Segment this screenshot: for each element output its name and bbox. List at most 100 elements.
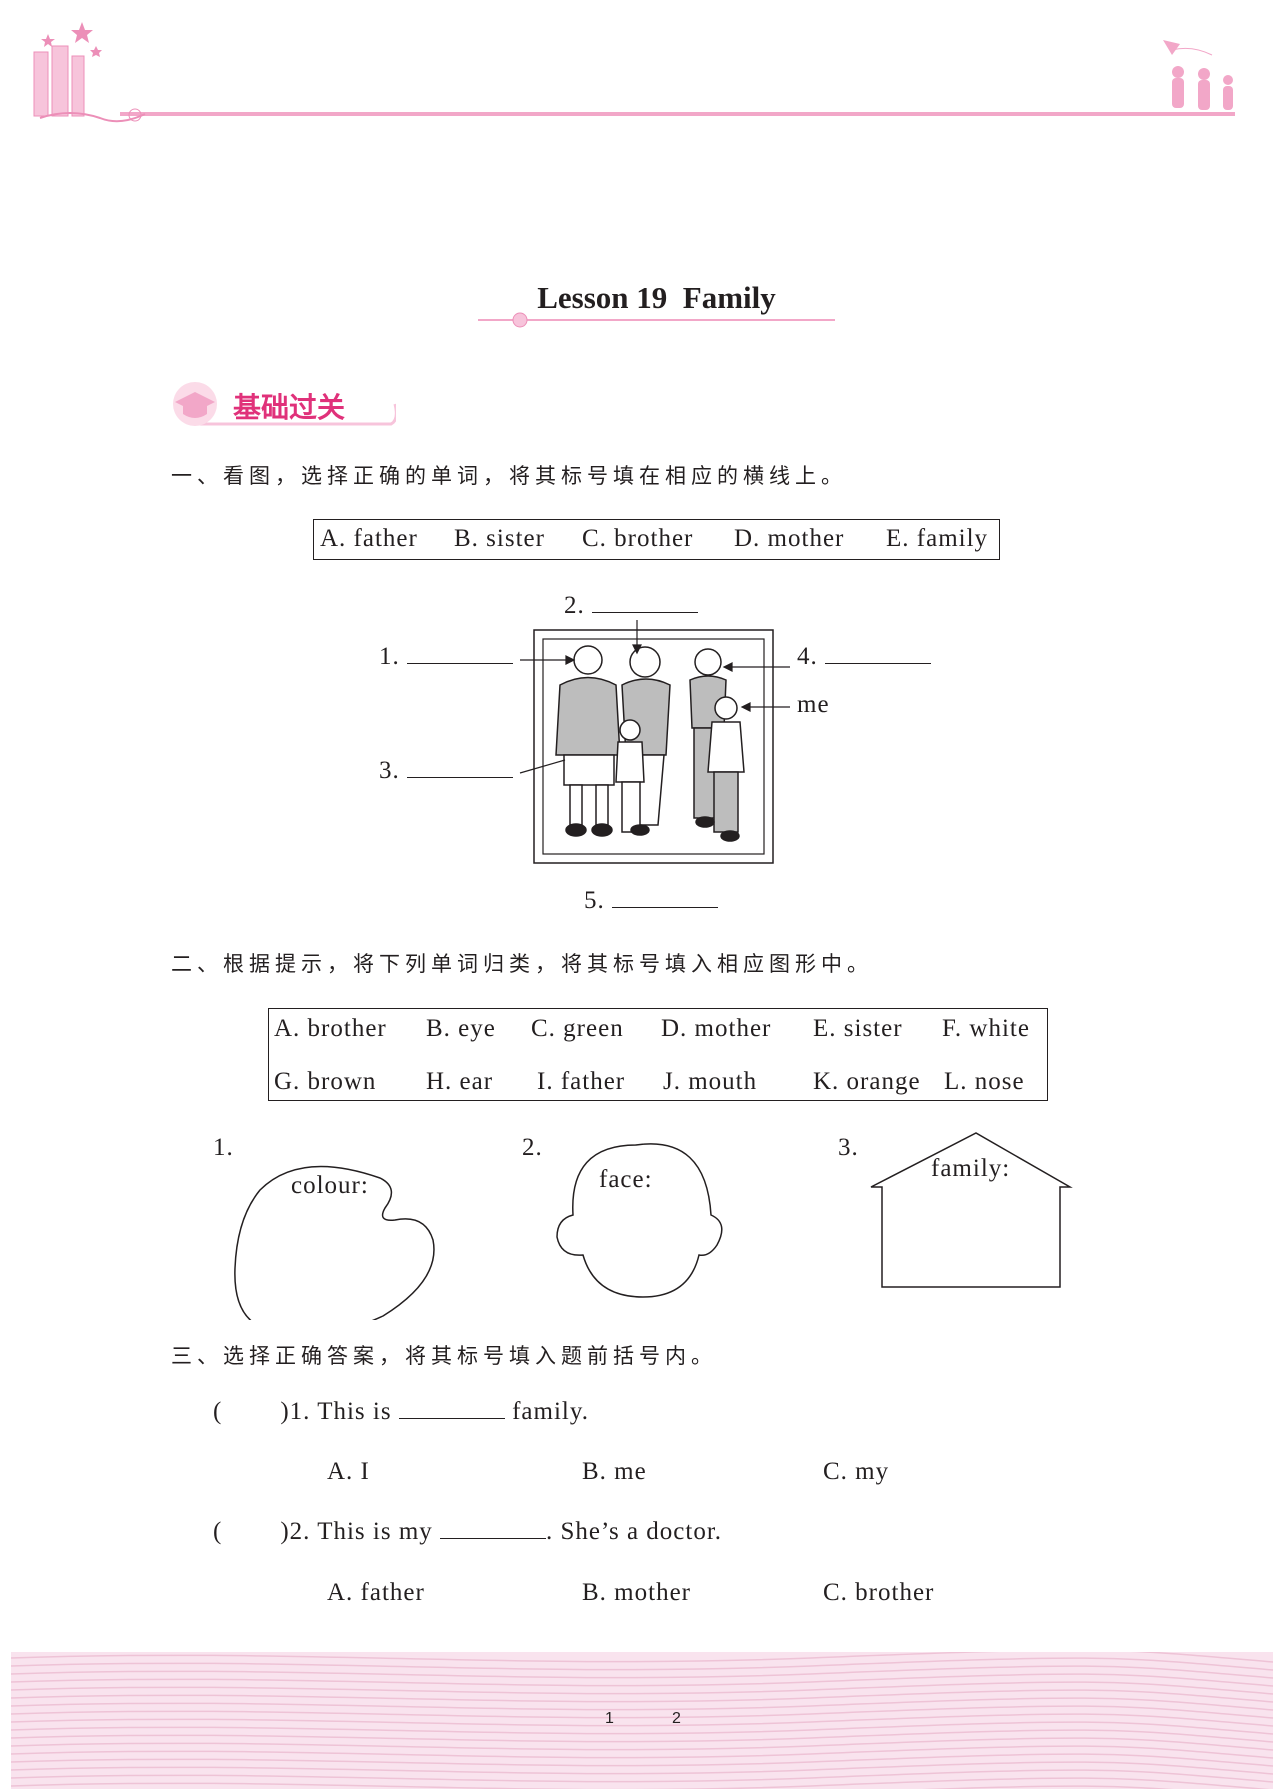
label-number: 5.: [584, 887, 605, 914]
label-number: 1.: [379, 643, 400, 670]
q1-word-box: A. father B. sister C. brother D. mother…: [313, 519, 1000, 560]
palette-shape[interactable]: [234, 1165, 435, 1320]
pointer-arrows: [519, 620, 790, 774]
wave-line: [10, 1721, 1274, 1735]
wave-line: [10, 1713, 1274, 1727]
q1-option: C. brother: [582, 525, 694, 552]
wave-line: [921, 1785, 1175, 1789]
stars-icon: [41, 22, 102, 57]
q1-instruction: 一、看图，选择正确的单词，将其标号填在相应的横线上。: [171, 464, 847, 488]
choice-option[interactable]: A. father: [327, 1579, 425, 1606]
lesson-topic: Family: [682, 280, 776, 315]
q1-option: B. sister: [454, 525, 545, 552]
q1-label-me: me: [797, 691, 830, 718]
face-label: face:: [599, 1166, 653, 1193]
label-number: 2.: [564, 592, 585, 619]
family-label: family:: [931, 1155, 1011, 1182]
wave-line: [10, 1737, 1274, 1751]
q2-word: B. eye: [426, 1015, 496, 1042]
answer-blank: [398, 1398, 505, 1419]
q3-question-2: ( )2. This is my . She’s a doctor.: [213, 1518, 722, 1546]
lesson-number: Lesson 19: [537, 280, 668, 315]
question-text: family.: [512, 1398, 589, 1425]
header-decoration: [33, 22, 1235, 123]
answer-blank[interactable]: [612, 887, 718, 908]
family-illustration: [555, 645, 745, 842]
question-text: 2. This is my: [289, 1518, 433, 1545]
answer-parentheses[interactable]: ( ): [213, 1398, 290, 1425]
wave-line: [10, 1745, 1274, 1759]
page-number-right: 2: [672, 1710, 681, 1727]
family-picture: [519, 620, 790, 864]
wave-line: [10, 1753, 1274, 1767]
wave-line: [10, 1777, 1271, 1789]
wave-line: [10, 1761, 1274, 1775]
shape-number: 3.: [838, 1134, 859, 1161]
wave-line: [10, 1673, 1274, 1687]
q2-word: A. brother: [274, 1015, 387, 1042]
q2-word: C. green: [531, 1015, 624, 1042]
wave-line: [10, 1729, 1274, 1743]
wave-line: [10, 1697, 1274, 1711]
label-number: 3.: [379, 757, 400, 784]
lesson-title: Lesson 19 Family: [478, 280, 835, 316]
answer-blank[interactable]: [407, 643, 513, 664]
title-underline: [478, 312, 835, 328]
q2-word: K. orange: [813, 1068, 921, 1095]
section-badge: 基础过关: [171, 380, 396, 430]
choice-option[interactable]: B. mother: [582, 1579, 691, 1606]
wave-line: [10, 1649, 1274, 1663]
q3-question-1: ( )1. This is family.: [213, 1398, 589, 1426]
wave-line: [10, 1769, 1274, 1783]
wave-line: [10, 1665, 1274, 1679]
q2-word: F. white: [942, 1015, 1030, 1042]
q1-option: A. father: [320, 525, 418, 552]
answer-blank[interactable]: [407, 757, 513, 778]
q1-label-3: 3.: [379, 757, 513, 785]
section-badge-label: 基础过关: [233, 391, 346, 424]
graduation-cap-icon: [173, 382, 396, 426]
q2-word: E. sister: [813, 1015, 903, 1042]
house-shape[interactable]: [870, 1132, 1073, 1288]
q1-label-4: 4.: [797, 643, 931, 671]
choice-option[interactable]: C. brother: [823, 1579, 935, 1606]
wave-line: [10, 1705, 1274, 1719]
q3-instruction: 三、选择正确答案，将其标号填入题前括号内。: [171, 1344, 717, 1368]
choice-option[interactable]: C. my: [823, 1458, 890, 1485]
wave-line: [10, 1689, 1274, 1703]
q2-word-box: A. brother B. eye C. green D. mother E. …: [268, 1008, 1048, 1101]
footer-band: [10, 1649, 1274, 1789]
wave-line: [10, 1681, 1274, 1695]
q2-word: J. mouth: [663, 1068, 758, 1095]
choice-option[interactable]: B. me: [582, 1458, 647, 1485]
q1-option: E. family: [886, 525, 989, 552]
shape-number: 2.: [522, 1134, 543, 1161]
q2-word: D. mother: [661, 1015, 772, 1042]
answer-blank[interactable]: [592, 592, 698, 613]
page-number-left: 1: [605, 1710, 614, 1727]
books-icon: [33, 45, 146, 123]
wave-line: [10, 1657, 1274, 1671]
label-number: 4.: [797, 643, 818, 670]
q1-label-1: 1.: [379, 643, 513, 671]
question-text: 1. This is: [289, 1398, 392, 1425]
shape-number: 1.: [213, 1134, 234, 1161]
answer-blank[interactable]: [825, 643, 931, 664]
q2-word: G. brown: [274, 1068, 377, 1095]
q2-word: H. ear: [426, 1068, 494, 1095]
answer-parentheses[interactable]: ( ): [213, 1518, 290, 1545]
q1-label-5: 5.: [584, 887, 718, 915]
children-kite-icon: [1163, 40, 1233, 110]
q2-instruction: 二、根据提示，将下列单词归类，将其标号填入相应图形中。: [171, 952, 873, 976]
q2-word: I. father: [537, 1068, 626, 1095]
q1-label-2: 2.: [564, 592, 698, 620]
colour-label: colour:: [291, 1172, 369, 1199]
face-shape[interactable]: [556, 1143, 723, 1298]
wave-pattern: [10, 1649, 1274, 1789]
answer-blank: [440, 1518, 547, 1539]
choice-option[interactable]: A. I: [327, 1458, 370, 1485]
question-text: . She’s a doctor.: [546, 1518, 723, 1545]
category-shapes: [234, 1132, 1073, 1320]
q2-word: L. nose: [944, 1068, 1025, 1095]
